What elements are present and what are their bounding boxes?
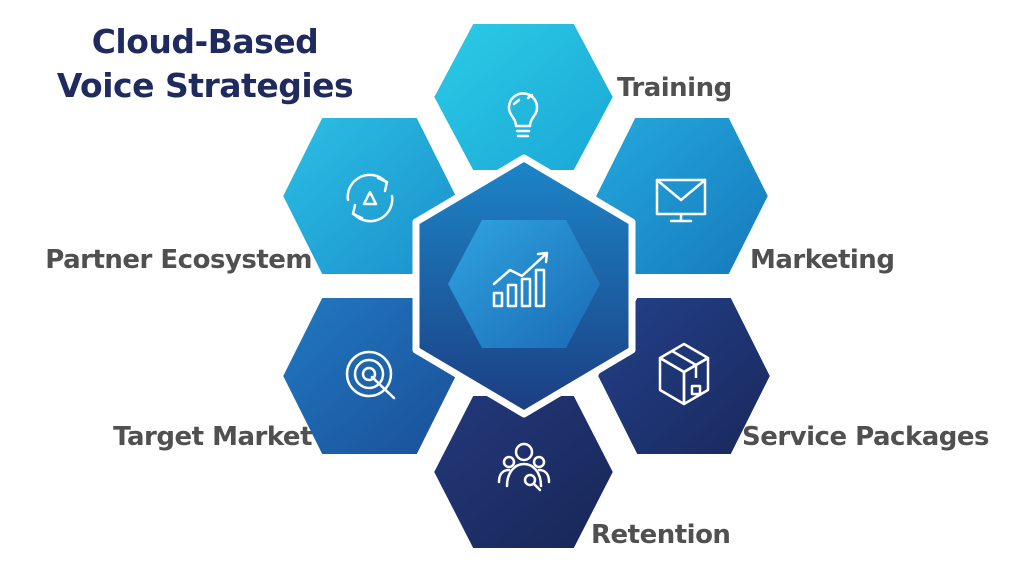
- label-marketing: Marketing: [750, 245, 895, 275]
- target-icon: [345, 350, 396, 400]
- hex-retention: [430, 392, 617, 552]
- cycle-arrows-icon: [346, 173, 394, 223]
- hex-center-inner: [448, 220, 600, 348]
- envelope-monitor-icon: [655, 178, 707, 223]
- label-retention: Retention: [591, 520, 731, 550]
- title-line-2: Voice Strategies: [56, 66, 354, 105]
- package-box-icon: [658, 342, 710, 406]
- customer-group-icon: [497, 442, 551, 492]
- growth-chart-icon: [492, 251, 549, 308]
- label-service-packages: Service Packages: [742, 422, 990, 452]
- title-line-1: Cloud-Based: [91, 22, 319, 61]
- label-training: Training: [617, 73, 732, 103]
- hex-training: [430, 20, 617, 174]
- label-target-market: Target Market: [113, 422, 312, 452]
- diagram-title: Cloud-Based Voice Strategies: [40, 20, 370, 108]
- lightbulb-icon: [507, 92, 539, 138]
- label-partner-ecosystem: Partner Ecosystem: [45, 245, 312, 275]
